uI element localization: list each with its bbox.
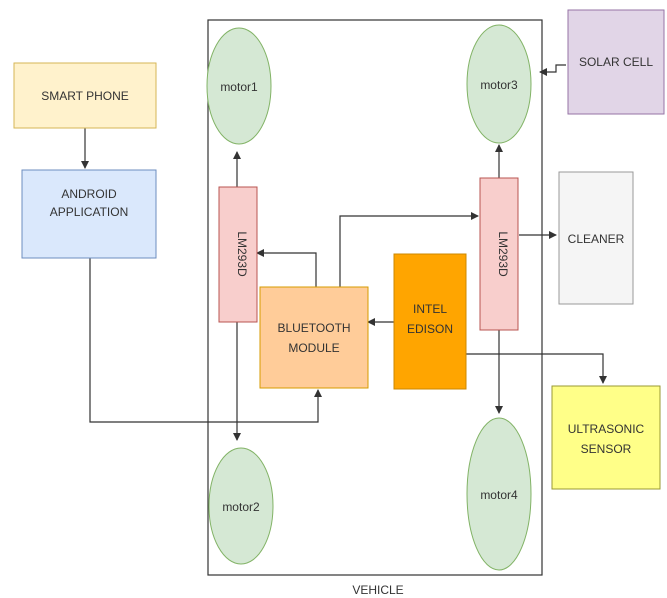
bluetooth-node: BLUETOOTH MODULE xyxy=(259,286,369,389)
cleaner-shape xyxy=(558,171,634,305)
bluetooth-label-line1: BLUETOOTH xyxy=(277,321,350,335)
motor4-node: motor4 xyxy=(466,417,532,571)
left-driver-label: LM293D xyxy=(235,231,249,277)
cleaner-node: CLEANER xyxy=(558,171,634,305)
right-driver-node: LM293D xyxy=(479,177,519,331)
connectors xyxy=(81,64,607,441)
arrow-android-to-bluetooth xyxy=(89,258,322,423)
motor2-shape xyxy=(208,447,274,565)
android-app-label-line2: APPLICATION xyxy=(50,205,128,219)
smart-phone-label: SMART PHONE xyxy=(41,89,129,103)
bluetooth-shape xyxy=(259,286,369,389)
android-app-label-line1: ANDROID xyxy=(61,187,117,201)
ultrasonic-shape xyxy=(551,385,661,490)
motor1-label: motor1 xyxy=(220,80,258,94)
motor1-node: motor1 xyxy=(206,27,272,145)
arrow-solar-to-motor3 xyxy=(539,64,566,76)
solar-cell-label: SOLAR CELL xyxy=(579,55,653,69)
motor4-label: motor4 xyxy=(480,488,518,502)
android-app-node: ANDROID APPLICATION xyxy=(21,169,157,259)
intel-edison-label-line2: EDISON xyxy=(407,322,453,336)
vehicle-frame xyxy=(207,19,543,576)
left-driver-shape xyxy=(218,186,258,323)
cleaner-label: CLEANER xyxy=(568,232,625,246)
smart-phone-node: SMART PHONE xyxy=(13,62,157,129)
smart-phone-shape xyxy=(13,62,157,129)
motor3-node: motor3 xyxy=(466,24,532,144)
bluetooth-label-line2: MODULE xyxy=(288,341,339,355)
arrow-bluetooth-to-right-driver xyxy=(339,212,479,287)
motor1-shape xyxy=(206,27,272,145)
right-driver-shape xyxy=(479,177,519,331)
ultrasonic-node: ULTRASONIC SENSOR xyxy=(551,385,661,490)
intel-edison-shape xyxy=(393,253,467,390)
android-app-shape xyxy=(21,169,157,259)
right-driver-label: LM293D xyxy=(496,231,510,277)
intel-edison-node: INTEL EDISON xyxy=(393,253,467,390)
solar-cell-node: SOLAR CELL xyxy=(567,9,665,115)
vehicle-label: VEHICLE xyxy=(352,583,403,597)
left-driver-node: LM293D xyxy=(218,186,258,323)
motor4-shape xyxy=(466,417,532,571)
intel-edison-label-line1: INTEL xyxy=(413,302,447,316)
arrow-intel-to-ultrasonic xyxy=(466,353,607,384)
motor3-label: motor3 xyxy=(480,78,518,92)
ultrasonic-label-line1: ULTRASONIC xyxy=(568,422,645,436)
motor3-shape xyxy=(466,24,532,144)
motor2-label: motor2 xyxy=(222,500,260,514)
solar-cell-shape xyxy=(567,9,665,115)
ultrasonic-label-line2: SENSOR xyxy=(581,442,632,456)
arrow-bluetooth-to-left-driver xyxy=(256,249,317,287)
motor2-node: motor2 xyxy=(208,447,274,565)
